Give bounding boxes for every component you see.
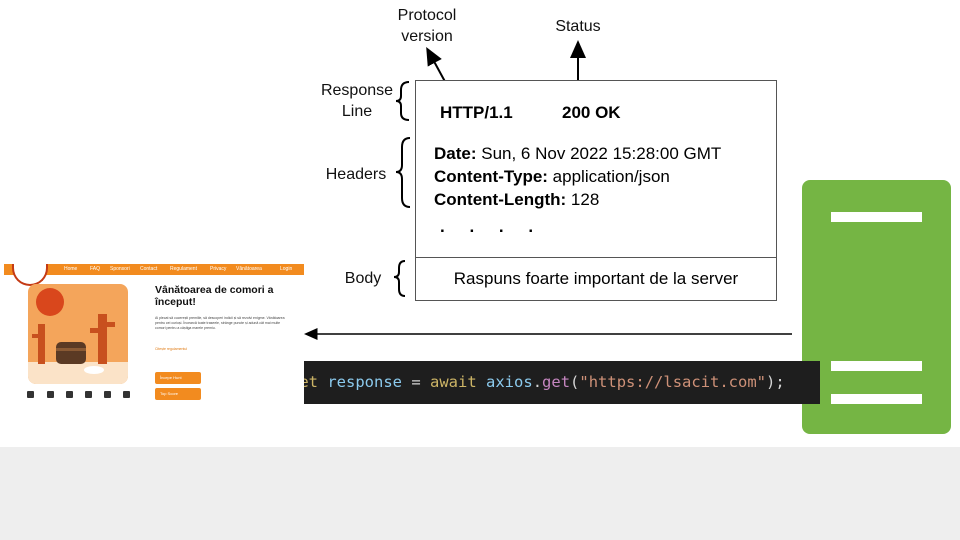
site-logo[interactable] bbox=[12, 264, 48, 286]
nav-item-regulament[interactable]: Regulament bbox=[170, 266, 197, 272]
instagram-icon[interactable] bbox=[47, 391, 54, 398]
nav-item-privacy[interactable]: Privacy bbox=[210, 266, 227, 272]
http-response-box bbox=[415, 80, 777, 301]
header-content-type: Content-Type: application/json bbox=[434, 167, 670, 186]
youtube-icon[interactable] bbox=[85, 391, 92, 398]
desert-illustration bbox=[28, 288, 128, 384]
site-paragraph: Ai plecat să cucerești premiile, să desc… bbox=[155, 316, 285, 330]
response-body-text: Raspuns foarte important de la server bbox=[453, 269, 739, 288]
site-start-button[interactable]: Începe Hunt bbox=[155, 372, 201, 384]
bottom-band bbox=[0, 447, 960, 540]
headers-label: Headers bbox=[325, 166, 387, 183]
headers-ellipsis: . . . . bbox=[440, 217, 544, 236]
nav-item-sponsori[interactable]: Sponsori bbox=[110, 266, 130, 272]
header-date: Date: Sun, 6 Nov 2022 15:28:00 GMT bbox=[434, 144, 722, 163]
site-score-button[interactable]: Top Score bbox=[155, 388, 201, 400]
site-hero-image bbox=[28, 284, 128, 384]
body-label: Body bbox=[344, 270, 382, 287]
header-content-length: Content-Length: 128 bbox=[434, 190, 600, 209]
facebook-icon[interactable] bbox=[27, 391, 34, 398]
nav-item-faq[interactable]: FAQ bbox=[90, 266, 101, 272]
tiktok-icon[interactable] bbox=[104, 391, 111, 398]
status-text: 200 OK bbox=[562, 103, 621, 122]
server-slot bbox=[831, 394, 922, 404]
server-icon bbox=[802, 180, 951, 434]
nav-item-login[interactable]: Login bbox=[280, 266, 293, 272]
nav-item-vanatoarea[interactable]: Vânătoarea bbox=[236, 266, 262, 272]
linkedin-icon[interactable] bbox=[66, 391, 73, 398]
server-slot bbox=[831, 361, 922, 371]
status-label: Status bbox=[555, 18, 601, 35]
code-snippet-bar bbox=[279, 361, 820, 404]
body-brace bbox=[393, 260, 406, 297]
headers-brace bbox=[395, 137, 411, 208]
site-title: Vânătoarea de comori a început! bbox=[155, 284, 274, 308]
nav-item-home[interactable]: Home bbox=[64, 266, 78, 272]
code-snippet: let response = await axios.get("https://… bbox=[290, 373, 785, 391]
site-navbar: Home FAQ Sponsori Contact Regulament Pri… bbox=[4, 264, 304, 275]
protocol-version-label: Protocol version bbox=[397, 7, 457, 45]
nav-item-contact[interactable]: Contact bbox=[140, 266, 158, 272]
response-line-brace bbox=[395, 81, 410, 121]
website-screenshot: Home FAQ Sponsori Contact Regulament Pri… bbox=[4, 264, 304, 406]
server-slot bbox=[831, 212, 922, 222]
discord-icon[interactable] bbox=[123, 391, 130, 398]
body-divider bbox=[415, 257, 777, 258]
protocol-text: HTTP/1.1 bbox=[440, 103, 513, 122]
response-line-label: Response Line bbox=[320, 82, 394, 120]
site-rules-link[interactable]: Citește regulamentul bbox=[155, 347, 188, 351]
